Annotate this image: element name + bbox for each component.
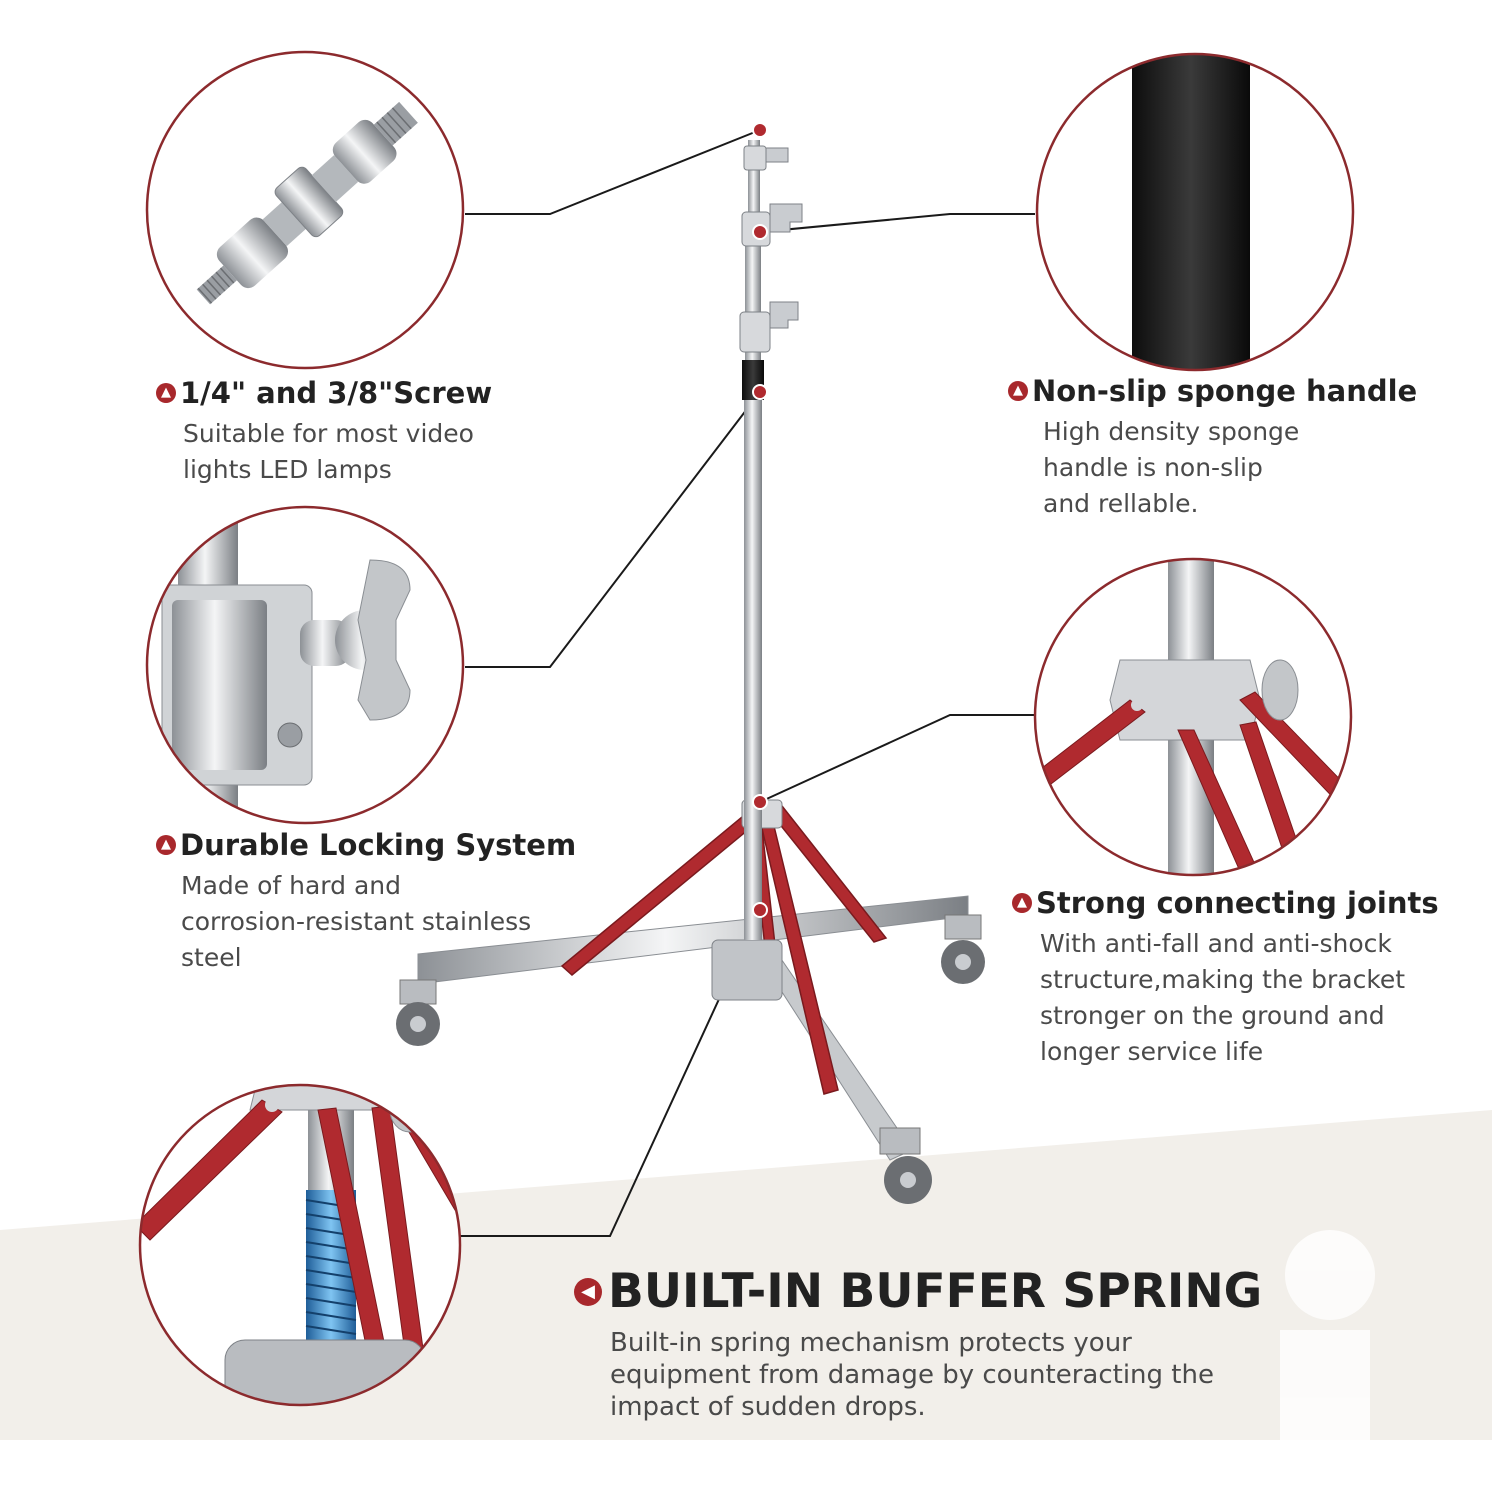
feature-joints-description: With anti-fall and anti-shock structure,…	[1040, 926, 1439, 1070]
feature-locking-line: Made of hard and	[181, 871, 401, 900]
feature-screw-title: 1/4" and 3/8"Screw	[180, 376, 493, 410]
feature-locking: ▲ Durable Locking System Made of hard an…	[156, 828, 576, 976]
arrow-up-circle-icon: ▲	[1008, 381, 1028, 401]
feature-handle-line: handle is non-slip	[1043, 453, 1263, 482]
feature-locking-title: Durable Locking System	[180, 828, 577, 862]
feature-screw-title-row: ▲ 1/4" and 3/8"Screw	[156, 376, 492, 410]
feature-joints-title: Strong connecting joints	[1036, 886, 1439, 920]
feature-joints: ▲ Strong connecting joints With anti-fal…	[1012, 886, 1439, 1070]
feature-joints-line: stronger on the ground and	[1040, 1001, 1385, 1030]
feature-handle-title: Non-slip sponge handle	[1032, 374, 1418, 408]
watermark-logo	[1280, 1230, 1375, 1440]
feature-spring-description: Built-in spring mechanism protects your …	[610, 1327, 1262, 1423]
feature-joints-line: longer service life	[1040, 1037, 1264, 1066]
feature-spring-title-row: ◀ BUILT-IN BUFFER SPRING	[574, 1264, 1262, 1319]
feature-spring: ◀ BUILT-IN BUFFER SPRING Built-in spring…	[574, 1264, 1262, 1423]
spring-detail-circle	[138, 1083, 462, 1407]
bottom-margin	[0, 1440, 1492, 1492]
leader-lines	[445, 129, 1035, 1237]
caster-left	[396, 979, 440, 1046]
handle-detail-circle	[1035, 52, 1355, 372]
arrow-up-circle-icon: ▲	[156, 835, 176, 855]
feature-handle-line: High density sponge	[1043, 417, 1300, 446]
caster-front	[879, 1127, 932, 1204]
arrow-left-circle-icon: ◀	[574, 1277, 602, 1306]
feature-handle: ▲ Non-slip sponge handle High density sp…	[1008, 374, 1417, 522]
feature-screw: ▲ 1/4" and 3/8"Screw Suitable for most v…	[156, 376, 492, 488]
feature-screw-line: lights LED lamps	[183, 455, 392, 484]
feature-handle-line: and rellable.	[1043, 489, 1199, 518]
feature-handle-description: High density sponge handle is non-slip a…	[1043, 414, 1417, 522]
feature-joints-line: structure,making the bracket	[1040, 965, 1406, 994]
feature-spring-line: equipment from damage by counteracting t…	[610, 1360, 1214, 1390]
feature-spring-line: impact of sudden drops.	[610, 1392, 926, 1422]
light-stand	[396, 122, 985, 1204]
feature-joints-line: With anti-fall and anti-shock	[1040, 929, 1392, 958]
feature-screw-description: Suitable for most video lights LED lamps	[183, 416, 492, 488]
locking-detail-circle	[145, 505, 465, 825]
feature-joints-title-row: ▲ Strong connecting joints	[1012, 886, 1439, 920]
feature-locking-line: steel	[181, 943, 242, 972]
feature-spring-title: BUILT-IN BUFFER SPRING	[608, 1264, 1263, 1319]
feature-spring-line: Built-in spring mechanism protects your	[610, 1328, 1132, 1358]
feature-handle-title-row: ▲ Non-slip sponge handle	[1008, 374, 1417, 408]
feature-locking-line: corrosion-resistant stainless	[181, 907, 532, 936]
joints-detail-circle	[1033, 557, 1353, 877]
feature-locking-description: Made of hard and corrosion-resistant sta…	[181, 868, 576, 976]
arrow-up-circle-icon: ▲	[156, 383, 176, 403]
feature-locking-title-row: ▲ Durable Locking System	[156, 828, 576, 862]
feature-screw-line: Suitable for most video	[183, 419, 474, 448]
arrow-up-circle-icon: ▲	[1012, 893, 1032, 913]
caster-right	[941, 914, 985, 984]
screw-detail-circle	[145, 50, 465, 370]
